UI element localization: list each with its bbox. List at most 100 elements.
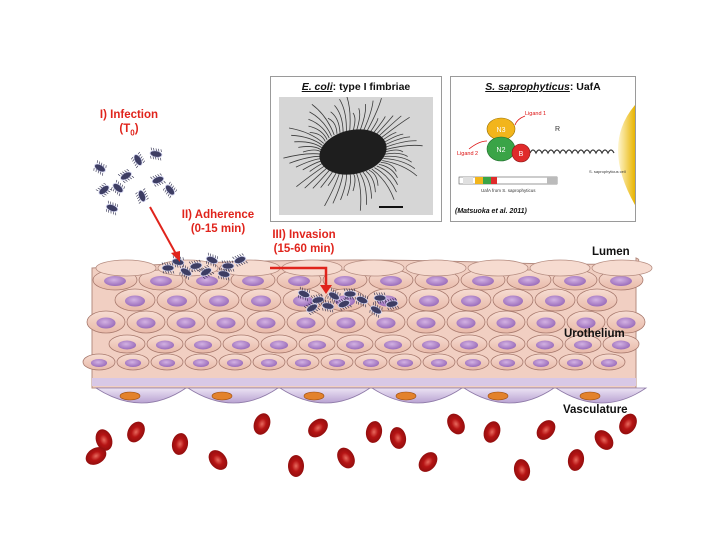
cell-nucleus (587, 295, 607, 307)
ligand2-label: Ligand 2 (457, 151, 478, 157)
cell-nucleus (328, 359, 346, 367)
red-blood-cell (513, 459, 531, 481)
cell-nucleus (209, 295, 229, 307)
red-blood-cell (337, 447, 355, 469)
cell-nucleus (125, 295, 145, 307)
cell-nucleus (498, 359, 516, 367)
adherence-arrow (149, 206, 180, 262)
umbrella-cell (405, 259, 467, 277)
cell-nucleus (536, 317, 556, 329)
bacterium (343, 288, 357, 300)
cell-nucleus (564, 276, 586, 286)
cell-nucleus (90, 359, 108, 367)
citation: (Matsuoka et al. 2011) (455, 208, 528, 215)
cell-nucleus (158, 359, 176, 367)
cell-nucleus (456, 317, 476, 329)
fimbria (371, 168, 395, 200)
fimbria (365, 170, 376, 193)
fimbria (294, 141, 322, 148)
fimbria (291, 134, 323, 146)
bacterium (303, 301, 321, 315)
invasion-title: III) Invasion (272, 229, 336, 241)
basement-membrane (92, 378, 636, 386)
red-blood-cell (171, 433, 189, 455)
adherence-time: (0-15 min) (190, 223, 246, 235)
cell-nucleus (293, 295, 313, 307)
bacterium (93, 160, 107, 176)
fimbria (374, 167, 397, 193)
fimbria (302, 149, 322, 153)
endothelial-cell (186, 387, 280, 404)
red-blood-cell (288, 455, 304, 477)
cell-label: S. saprophyticus cell (589, 169, 626, 174)
cell-nucleus (104, 276, 126, 286)
cell-nucleus (545, 295, 565, 307)
bacterium (188, 259, 204, 273)
cell-nucleus (226, 359, 244, 367)
red-blood-cell (208, 450, 228, 470)
fimbria (311, 103, 335, 136)
red-blood-cell (447, 413, 465, 435)
endothelial-nucleus (119, 391, 141, 401)
invasion-label: III) Invasion (15-60 min) (256, 228, 352, 256)
cell-nucleus (461, 295, 481, 307)
cell-nucleus (288, 276, 310, 286)
umbrella-cell (95, 259, 157, 277)
red-blood-cell (567, 449, 585, 471)
bacterium (232, 253, 248, 267)
cell-nucleus (296, 317, 316, 329)
cell-nucleus (251, 295, 271, 307)
adherence-label: II) Adherence (0-15 min) (168, 208, 268, 236)
fimbria (288, 127, 325, 144)
cell-nucleus (307, 340, 327, 350)
fimbria (362, 100, 374, 133)
bacterium (149, 147, 163, 161)
cell-nucleus (535, 340, 555, 350)
cell-nucleus (256, 317, 276, 329)
cell-nucleus (459, 340, 479, 350)
cell-nucleus (496, 317, 516, 329)
fimbria (359, 172, 367, 205)
urothelium-label: Urothelium (564, 328, 625, 340)
cell-nucleus (294, 359, 312, 367)
bacterium (217, 267, 231, 281)
cell-nucleus (396, 359, 414, 367)
vasculature-label: Vasculature (563, 404, 628, 416)
fimbria (384, 152, 408, 157)
cell-nucleus (96, 317, 116, 329)
endothelial-cell (278, 387, 372, 404)
bacterium (105, 200, 119, 216)
cell-nucleus (345, 340, 365, 350)
bacterium (327, 288, 341, 304)
red-blood-cell (308, 418, 328, 438)
fimbria (368, 169, 379, 186)
adherence-title: II) Adherence (181, 209, 255, 221)
fimbria (382, 160, 418, 177)
fimbria (334, 105, 344, 133)
bacterium (179, 264, 193, 280)
red-blood-cell (389, 427, 407, 449)
cell-nucleus (362, 359, 380, 367)
bar-caption: UafA from S. saprophyticus (481, 188, 536, 193)
fimbria (380, 162, 397, 172)
umbrella-cell (529, 259, 591, 277)
fimbria (365, 97, 382, 134)
ecoli-panel-title: E. coli: type I fimbriae (301, 81, 411, 93)
cell-nucleus (124, 359, 142, 367)
endothelial-nucleus (487, 391, 509, 401)
red-blood-cell (483, 421, 501, 443)
cell-nucleus (117, 340, 137, 350)
lumen-label: Lumen (592, 246, 630, 258)
fimbria (309, 111, 332, 137)
cell-nucleus (497, 340, 517, 350)
bacteria (93, 147, 400, 318)
invasion-time: (15-60 min) (273, 243, 335, 255)
bacterium (336, 297, 352, 311)
bacterium (135, 188, 149, 204)
bacterium (297, 286, 311, 302)
cell-nucleus (260, 359, 278, 367)
red-blood-cell (418, 452, 438, 472)
red-blood-cell (85, 447, 107, 465)
infection-title: I) Infection (99, 109, 159, 121)
fimbria (330, 111, 341, 133)
